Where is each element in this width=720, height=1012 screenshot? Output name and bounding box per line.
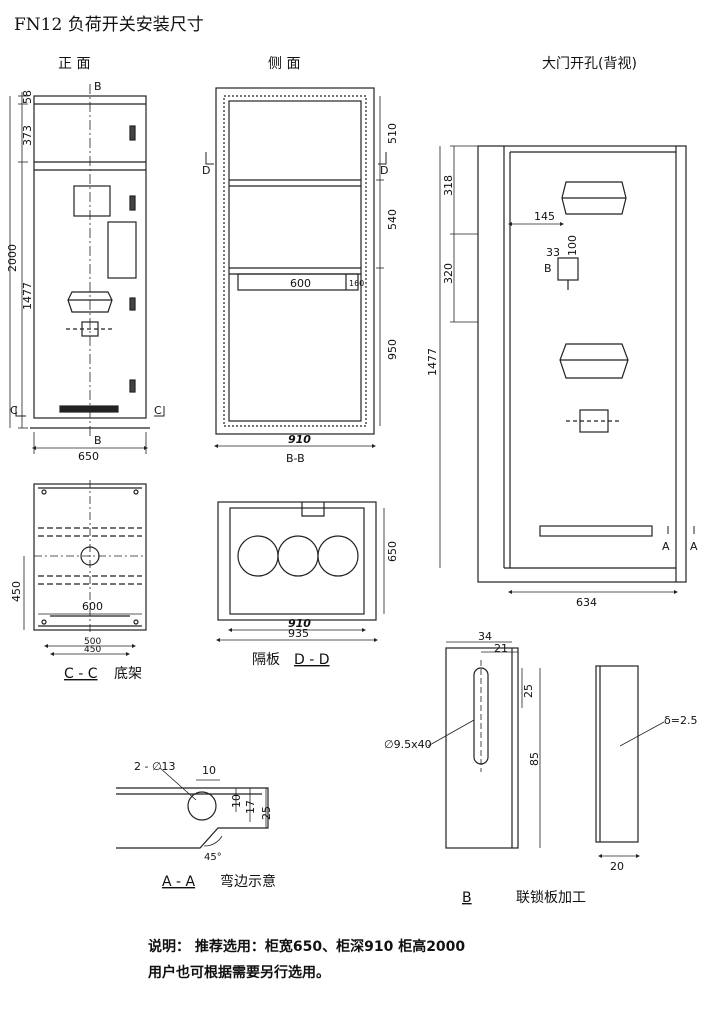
door-dim-634: 634: [576, 596, 597, 609]
partition-caption-section: D - D: [294, 652, 330, 668]
door-outline: [477, 145, 687, 583]
front-marker-b-bottom: B: [94, 434, 102, 447]
side-section-label: B-B: [286, 452, 305, 465]
interlock-dim-thickness: δ=2.5: [664, 714, 697, 727]
door-marker-b: B: [544, 262, 552, 275]
door-labels: 318 320 1477 145 33 100 B 634 A A: [426, 175, 698, 609]
side-dim-950: 950: [386, 339, 399, 360]
side-frame-dotted: [223, 95, 367, 427]
partition-hole-3: [317, 535, 359, 577]
interlock-dim-85: 85: [528, 752, 541, 766]
interlock-labels: 34 21 25 85 ∅9.5x40 δ=2.5 20 B 联锁板加工: [384, 630, 697, 906]
side-marker-d-right: D: [380, 164, 388, 177]
side-dim-540: 540: [386, 209, 399, 230]
door-view: 大门开孔(背视): [439, 56, 695, 594]
bend-dim-angle: 45°: [204, 852, 222, 863]
front-dim-650: 650: [78, 450, 99, 463]
partition-labels: 650 910 935 隔板 D - D: [252, 541, 399, 668]
base-caption-section: C - C: [64, 666, 98, 682]
interlock-plate-outline: [445, 647, 519, 849]
base-dim-450b: 450: [84, 645, 101, 655]
partition-dim-650: 650: [386, 541, 399, 562]
front-marker-c-left: C: [10, 404, 18, 417]
interlock-dim-hole: ∅9.5x40: [384, 738, 432, 751]
bend-profile: [116, 787, 269, 849]
base-dim-500: 500: [84, 637, 101, 647]
door-vent-slot: [539, 525, 653, 537]
front-dim-2000: 2000: [6, 244, 19, 272]
door-dim-33: 33: [546, 246, 560, 259]
interlock-side-plate: [595, 665, 639, 843]
bend-caption-section: A - A: [162, 874, 196, 890]
front-heading: 正 面: [58, 56, 90, 72]
front-dim-373: 373: [21, 125, 34, 146]
bend-caption-text: 弯边示意: [220, 873, 276, 890]
note-line-1: 说明： 推荐选用：柜宽650、柜深910 柜高2000: [148, 939, 466, 955]
side-view: 侧 面: [205, 56, 387, 448]
bend-dim-25: 25: [260, 806, 273, 820]
door-dim-320: 320: [442, 263, 455, 284]
front-instrument-panel: [107, 221, 137, 279]
side-heading: 侧 面: [268, 56, 300, 72]
door-marker-a-left: A: [662, 540, 670, 553]
base-dim-450: 450: [10, 581, 23, 602]
side-cabinet-outline: [215, 87, 375, 435]
bend-hole: [187, 791, 217, 821]
page-title: FN12 负荷开关安装尺寸: [14, 15, 204, 35]
partition-view: [216, 501, 385, 642]
front-marker-c-right: C: [154, 404, 162, 417]
front-vent-slot: [59, 405, 119, 413]
base-dim-600: 600: [82, 600, 103, 613]
partition-dim-935: 935: [288, 627, 309, 640]
interlock-caption-text: 联锁板加工: [516, 890, 586, 906]
front-upper-window: [73, 185, 111, 217]
front-labels: B B C C 58 373 2000 1477 650: [6, 80, 162, 463]
door-dim-145: 145: [534, 210, 555, 223]
side-dim-510: 510: [386, 123, 399, 144]
front-marker-b-top: B: [94, 80, 102, 93]
front-dim-58: 58: [21, 90, 34, 104]
interlock-dim-20: 20: [610, 860, 624, 873]
door-heading: 大门开孔(背视): [542, 56, 637, 72]
bend-dim-holes: 2 - ∅13: [134, 760, 176, 773]
side-marker-d-left: D: [202, 164, 210, 177]
door-lower-window: [559, 343, 629, 379]
partition-hole-1: [237, 535, 279, 577]
base-caption-text: 底架: [114, 666, 142, 682]
partition-caption-text: 隔板: [252, 652, 280, 668]
interlock-dim-34: 34: [478, 630, 492, 643]
side-dim-160: 160: [349, 279, 364, 288]
partition-outline: [217, 501, 377, 621]
door-dim-100: 100: [566, 235, 579, 256]
front-dim-1477: 1477: [21, 282, 34, 310]
partition-hole-2: [277, 535, 319, 577]
bend-dim-17: 17: [244, 800, 257, 814]
bend-dim-10b: 10: [230, 794, 243, 808]
side-dim-600: 600: [290, 277, 311, 290]
side-labels: D D 510 540 950 600 160 910 B-B: [202, 123, 399, 465]
note-line-2: 用户也可根据需要另行选用。: [148, 965, 330, 981]
interlock-caption-section: B: [462, 890, 472, 906]
interlock-dim-21: 21: [494, 642, 508, 655]
front-view: 正 面: [9, 56, 165, 454]
door-marker-a-right: A: [690, 540, 698, 553]
door-dim-1477: 1477: [426, 348, 439, 376]
base-frame-labels: 600 450 500 450 C - C 底架: [10, 581, 142, 682]
bend-dim-10a: 10: [202, 764, 216, 777]
base-frame-view: [23, 480, 147, 656]
door-dim-318: 318: [442, 175, 455, 196]
interlock-plate-view: [427, 641, 665, 858]
bend-labels: 2 - ∅13 10 10 17 25 45° A - A 弯边示意: [134, 760, 276, 890]
bend-detail-view: [116, 767, 269, 849]
partition-dim-910: 910: [288, 617, 311, 630]
side-dim-910: 910: [288, 433, 311, 446]
interlock-dim-25: 25: [522, 684, 535, 698]
